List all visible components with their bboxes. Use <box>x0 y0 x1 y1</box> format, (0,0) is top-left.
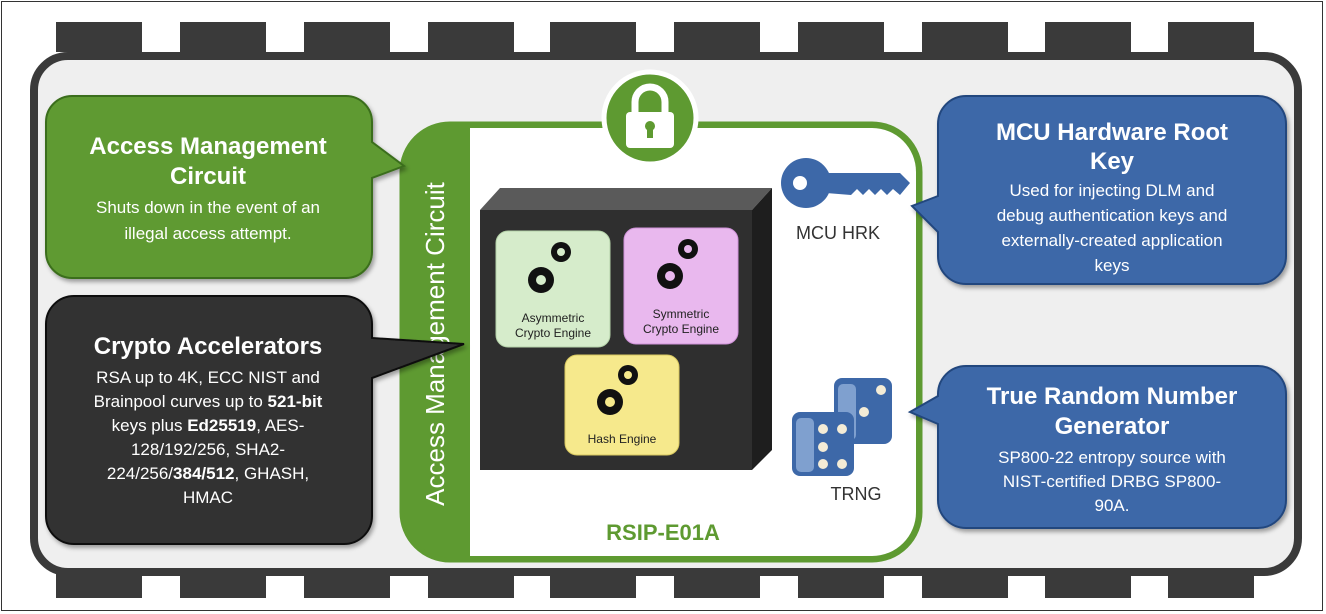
lock-badge <box>601 69 699 167</box>
chip-pins-top <box>56 22 1254 52</box>
lock-icon <box>626 83 674 148</box>
crypto-line-2: Brainpool curves up to 521-bit <box>94 392 323 411</box>
asymmetric-line2: Crypto Engine <box>515 326 591 340</box>
access-management-callout <box>45 95 407 279</box>
access-body-2: illegal access attempt. <box>124 224 291 243</box>
access-title-1: Access Management <box>89 133 326 160</box>
hrk-callout <box>910 95 1287 285</box>
asymmetric-line1: Asymmetric <box>522 311 585 325</box>
access-title-2: Circuit <box>170 163 246 190</box>
hash-label: Hash Engine <box>588 432 657 446</box>
trng-callout <box>907 365 1287 529</box>
gears-icon <box>528 242 571 293</box>
hrk-body-2: debug authentication keys and <box>997 206 1228 225</box>
gears-icon <box>657 239 698 289</box>
crypto-title: Crypto Accelerators <box>94 333 323 360</box>
hrk-title-2: Key <box>1090 148 1135 175</box>
chip-name: RSIP-E01A <box>606 520 720 545</box>
access-body-1: Shuts down in the event of an <box>96 198 320 217</box>
hrk-title-1: MCU Hardware Root <box>996 119 1228 146</box>
trng-label: TRNG <box>831 484 882 504</box>
key-icon <box>781 158 910 208</box>
hash-engine: Hash Engine <box>564 354 680 456</box>
crypto-line-1: RSA up to 4K, ECC NIST and <box>96 368 320 387</box>
trng-body-2: NIST-certified DRBG SP800- <box>1003 472 1221 491</box>
crypto-line-4: 128/192/256, SHA2- <box>131 440 285 459</box>
hrk-label: MCU HRK <box>796 223 880 243</box>
hrk-body-4: keys <box>1095 256 1130 275</box>
crypto-line-5: 224/256/384/512, GHASH, <box>107 464 309 483</box>
trng-title-2: Generator <box>1055 413 1170 440</box>
trng-body-1: SP800-22 entropy source with <box>998 448 1226 467</box>
crypto-accelerators-callout <box>45 295 465 545</box>
dice-icon <box>792 378 892 476</box>
symmetric-engine: Symmetric Crypto Engine <box>623 227 739 345</box>
trng-body-3: 90A. <box>1095 496 1130 515</box>
trng-title-1: True Random Number <box>987 383 1238 410</box>
symmetric-line2: Crypto Engine <box>643 322 719 336</box>
hrk-body-3: externally-created application <box>1001 231 1222 250</box>
hrk-body-1: Used for injecting DLM and <box>1009 181 1214 200</box>
crypto-line-3: keys plus Ed25519, AES- <box>112 416 305 435</box>
crypto-line-6: HMAC <box>183 488 233 507</box>
asymmetric-engine: Asymmetric Crypto Engine <box>495 230 611 348</box>
gears-icon <box>597 365 638 415</box>
symmetric-line1: Symmetric <box>653 307 710 321</box>
